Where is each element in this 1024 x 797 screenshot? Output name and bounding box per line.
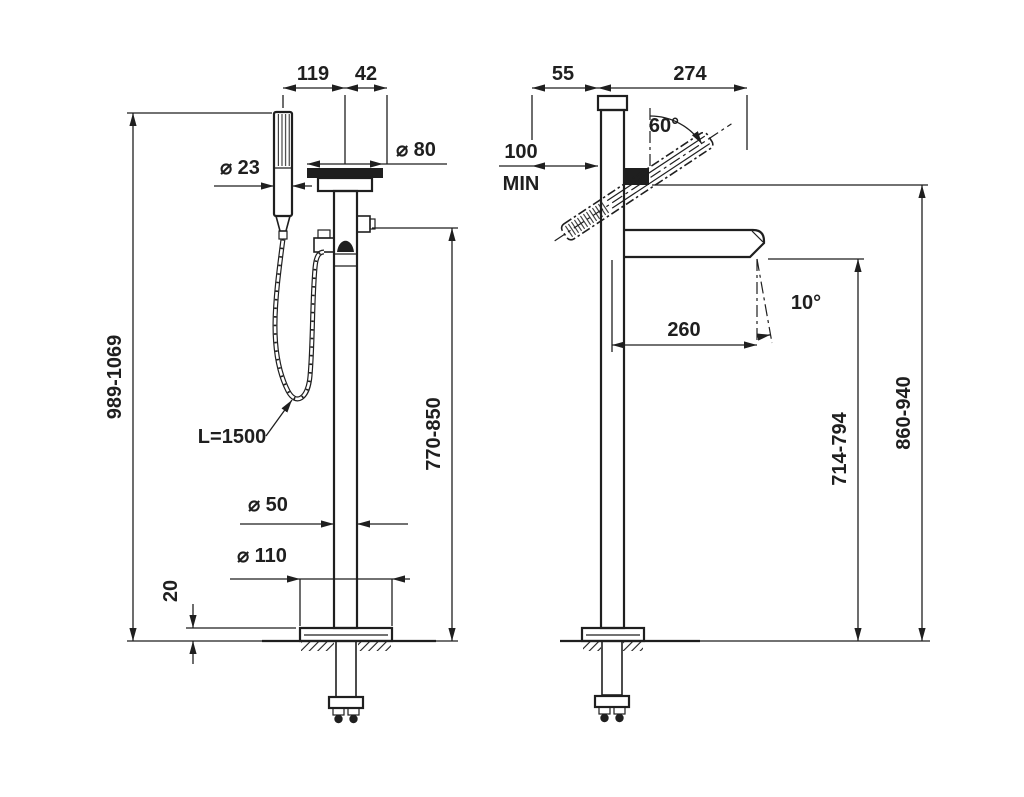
inlet-connection <box>334 714 343 724</box>
angle-10-annotation: 10° <box>756 258 821 344</box>
diverter-knob <box>356 215 371 233</box>
dim-label-base-thickness: 20 <box>160 580 182 602</box>
mounting-nut <box>327 695 365 710</box>
dim-label-100: 100 <box>504 141 537 163</box>
dim-label-55: 55 <box>552 63 574 85</box>
side-view: 60° 10° <box>499 63 930 723</box>
dim-label-42: 42 <box>355 63 377 85</box>
spout <box>624 228 766 259</box>
hand-shower-side <box>554 123 732 242</box>
front-faucet-body <box>307 168 383 630</box>
mounting-nut-side <box>593 694 631 709</box>
dim-label-d50: ⌀ 50 <box>248 494 288 516</box>
dim-label-260: 260 <box>667 319 700 341</box>
threaded-shank <box>335 640 357 698</box>
escutcheon-top <box>307 168 383 178</box>
front-view: 119 42 ⌀ 23 ⌀ 80 989-1069 770-850 L=1500 <box>104 63 458 724</box>
front-base <box>262 626 436 724</box>
hand-shower-front <box>272 110 325 402</box>
dim-label-min: MIN <box>503 173 540 195</box>
dim-label-body-height: 770-850 <box>423 397 445 470</box>
escutcheon-neck <box>316 176 374 193</box>
angle-60-annotation: 60° <box>649 108 703 168</box>
front-dimensions: 119 42 ⌀ 23 ⌀ 80 989-1069 770-850 L=1500 <box>104 63 458 664</box>
riser-column-side <box>599 108 626 630</box>
hose-length-label: L=1500 <box>198 426 266 448</box>
threaded-shank-side <box>601 640 623 696</box>
inlet-connection-side <box>615 713 624 723</box>
inlet-connection-side <box>600 713 609 723</box>
column-cap <box>596 94 629 112</box>
dim-label-d110: ⌀ 110 <box>237 545 287 567</box>
inlet-connection <box>349 714 358 724</box>
dim-label-d23: ⌀ 23 <box>220 157 260 179</box>
dim-label-d80: ⌀ 80 <box>396 139 436 161</box>
riser-column <box>332 189 359 630</box>
dim-label-holder-height: 860-940 <box>893 376 915 449</box>
side-faucet-body <box>596 94 766 630</box>
dim-label-10deg: 10° <box>791 292 821 314</box>
dim-label-spout-height: 714-794 <box>829 411 851 485</box>
side-base <box>560 626 700 723</box>
dim-label-119: 119 <box>297 63 329 85</box>
mixer-lever <box>337 240 354 252</box>
dim-label-overall-height: 989-1069 <box>104 335 126 420</box>
dim-label-60deg: 60° <box>649 115 679 137</box>
dim-label-274: 274 <box>673 63 707 85</box>
side-dimensions: 55 274 100 MIN 260 714-794 860-940 <box>499 63 930 642</box>
spray-head-fins <box>276 114 290 166</box>
